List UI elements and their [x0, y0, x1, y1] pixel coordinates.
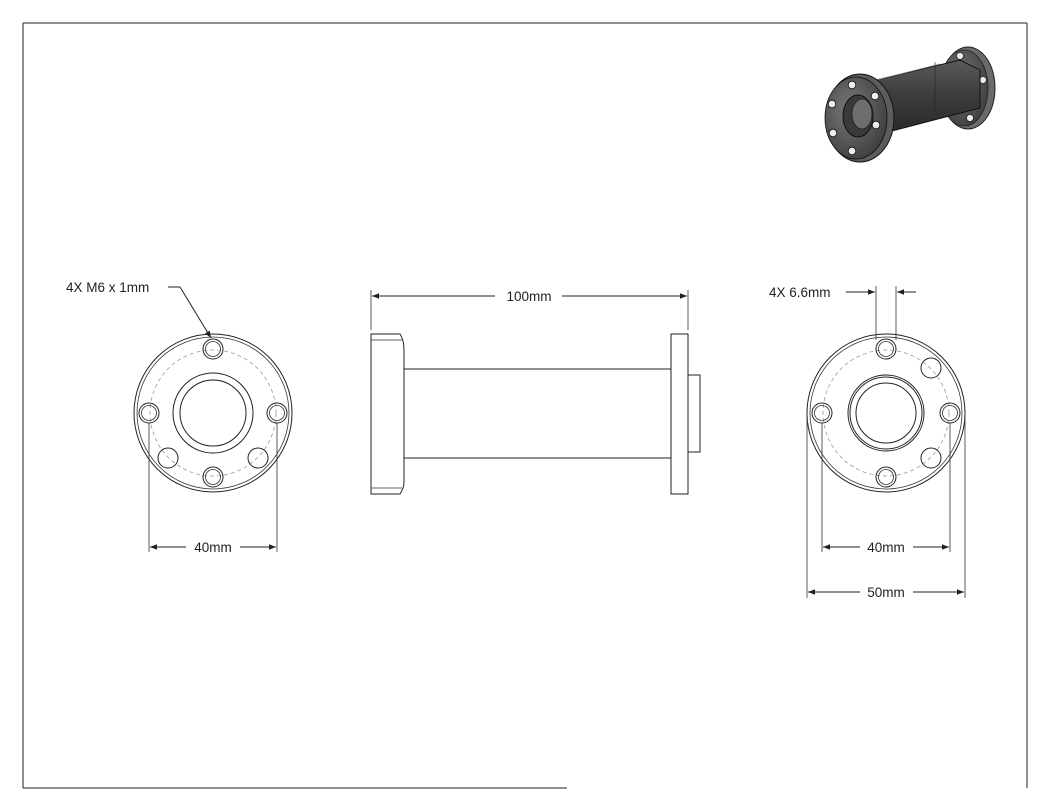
- right-bolt-circle-dimension: 40mm: [821, 423, 951, 555]
- clearance-hole: [247, 447, 269, 469]
- left-bolt-circle-dimension: 40mm: [148, 423, 278, 555]
- clearance-hole: [920, 357, 942, 379]
- clearance-hole: [157, 447, 179, 469]
- flange-diameter-label: 50mm: [867, 585, 905, 600]
- length-dimension: 100mm: [370, 289, 689, 330]
- thread-callout: 4X M6 x 1mm: [66, 280, 212, 339]
- side-view: [370, 333, 701, 495]
- counterbored-hole: [811, 402, 833, 424]
- counterbored-hole: [875, 466, 897, 488]
- threaded-hole: [138, 402, 160, 424]
- thread-callout-label: 4X M6 x 1mm: [66, 280, 149, 295]
- flange-diameter-dimension: 50mm: [806, 413, 966, 600]
- counterbored-hole: [939, 402, 961, 424]
- threaded-hole: [202, 466, 224, 488]
- clearance-hole: [920, 447, 942, 469]
- threaded-hole: [202, 338, 224, 360]
- threaded-hole: [266, 402, 288, 424]
- hole-callout-label: 4X 6.6mm: [769, 285, 831, 300]
- length-label: 100mm: [506, 289, 551, 304]
- counterbored-hole: [875, 338, 897, 360]
- right-end-view: [806, 333, 966, 493]
- right-bolt-circle-label: 40mm: [867, 540, 905, 555]
- sheet-border: [22, 22, 1028, 789]
- left-bolt-circle-label: 40mm: [194, 540, 232, 555]
- hole-dimension: 4X 6.6mm: [769, 285, 916, 340]
- left-end-view: [133, 333, 293, 493]
- isometric-preview: [824, 46, 996, 163]
